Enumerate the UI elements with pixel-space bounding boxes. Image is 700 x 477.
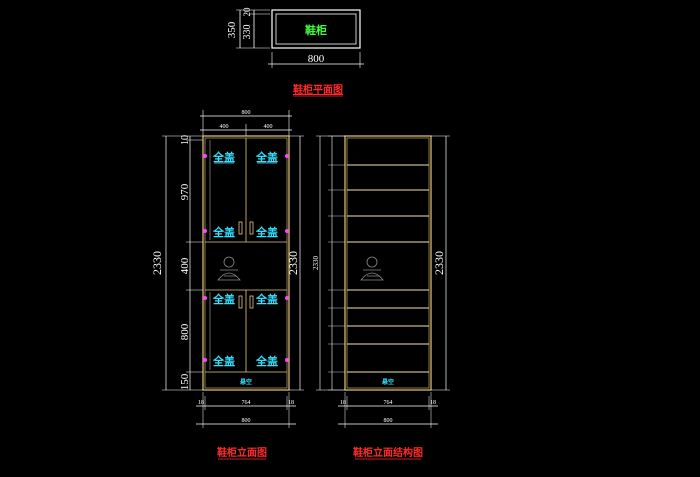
decor-figure-icon (360, 256, 384, 281)
structure-shelves (347, 164, 429, 373)
front-height-total-left: 2330 (150, 251, 164, 275)
plan-view: 鞋柜 350 20 330 800 鞋柜平面图 (226, 7, 364, 97)
decor-figure-icon (217, 256, 241, 281)
door-label: 全盖 (212, 225, 235, 239)
door-handle (249, 295, 254, 309)
door-label: 全盖 (255, 292, 278, 306)
plan-depth-total: 350 (226, 21, 238, 38)
door-label: 全盖 (255, 150, 278, 164)
front-width-right: 400 (264, 124, 273, 130)
plan-inner-outline (275, 13, 357, 45)
door-label: 全盖 (255, 225, 278, 239)
structure-bottom-total: 800 (384, 418, 393, 424)
door-label: 全盖 (212, 292, 235, 306)
front-bottom-total: 800 (242, 418, 251, 424)
front-height-lower: 800 (179, 323, 191, 340)
structure-bottom-right: 18 (430, 400, 436, 406)
front-height-upper: 970 (179, 183, 191, 200)
front-bottom-left: 18 (198, 400, 204, 406)
structure-dim-ticks (328, 135, 345, 391)
hinge-icons (203, 154, 289, 362)
door-handle (238, 221, 243, 235)
front-height-base: 150 (179, 373, 191, 390)
door-handle (249, 221, 254, 235)
front-bottom-right: 18 (288, 400, 294, 406)
structure-base-label: 悬空 (381, 378, 394, 386)
door-label: 全盖 (255, 354, 278, 368)
door-label: 全盖 (212, 354, 235, 368)
front-cabinet-outline (202, 135, 290, 391)
door-handle (238, 295, 243, 309)
structure-cabinet-outline (344, 135, 432, 391)
structure-caption: 鞋柜立面结构图 (353, 446, 423, 459)
front-width-total-top: 800 (242, 110, 251, 116)
front-caption: 鞋柜立面图 (217, 446, 267, 459)
door-label: 全盖 (212, 150, 235, 164)
front-base-label: 悬空 (239, 378, 252, 386)
plan-depth-top: 20 (242, 7, 252, 17)
structure-height-total-right: 2330 (432, 251, 446, 275)
structure-bottom-left: 18 (340, 400, 346, 406)
front-height-top: 10 (180, 135, 191, 145)
plan-outline (271, 9, 361, 49)
structure-height-total-left: 2330 (312, 256, 320, 271)
front-height-niche: 400 (179, 257, 191, 274)
front-elevation: 800 400 400 全盖 全盖 全盖 全盖 全盖 全盖 全盖 全盖 (150, 110, 304, 460)
front-height-total-right: 2330 (286, 251, 300, 275)
plan-caption: 鞋柜平面图 (293, 83, 343, 96)
plan-label: 鞋柜 (305, 23, 327, 37)
front-width-left: 400 (220, 124, 229, 130)
structure-elevation: 悬空 2330 2330 18 764 18 800 鞋柜立面结构图 (312, 135, 450, 460)
front-bottom-inner: 764 (242, 400, 251, 406)
plan-depth-inner: 330 (242, 25, 253, 40)
structure-bottom-inner: 764 (384, 400, 393, 406)
plan-width: 800 (308, 53, 325, 65)
